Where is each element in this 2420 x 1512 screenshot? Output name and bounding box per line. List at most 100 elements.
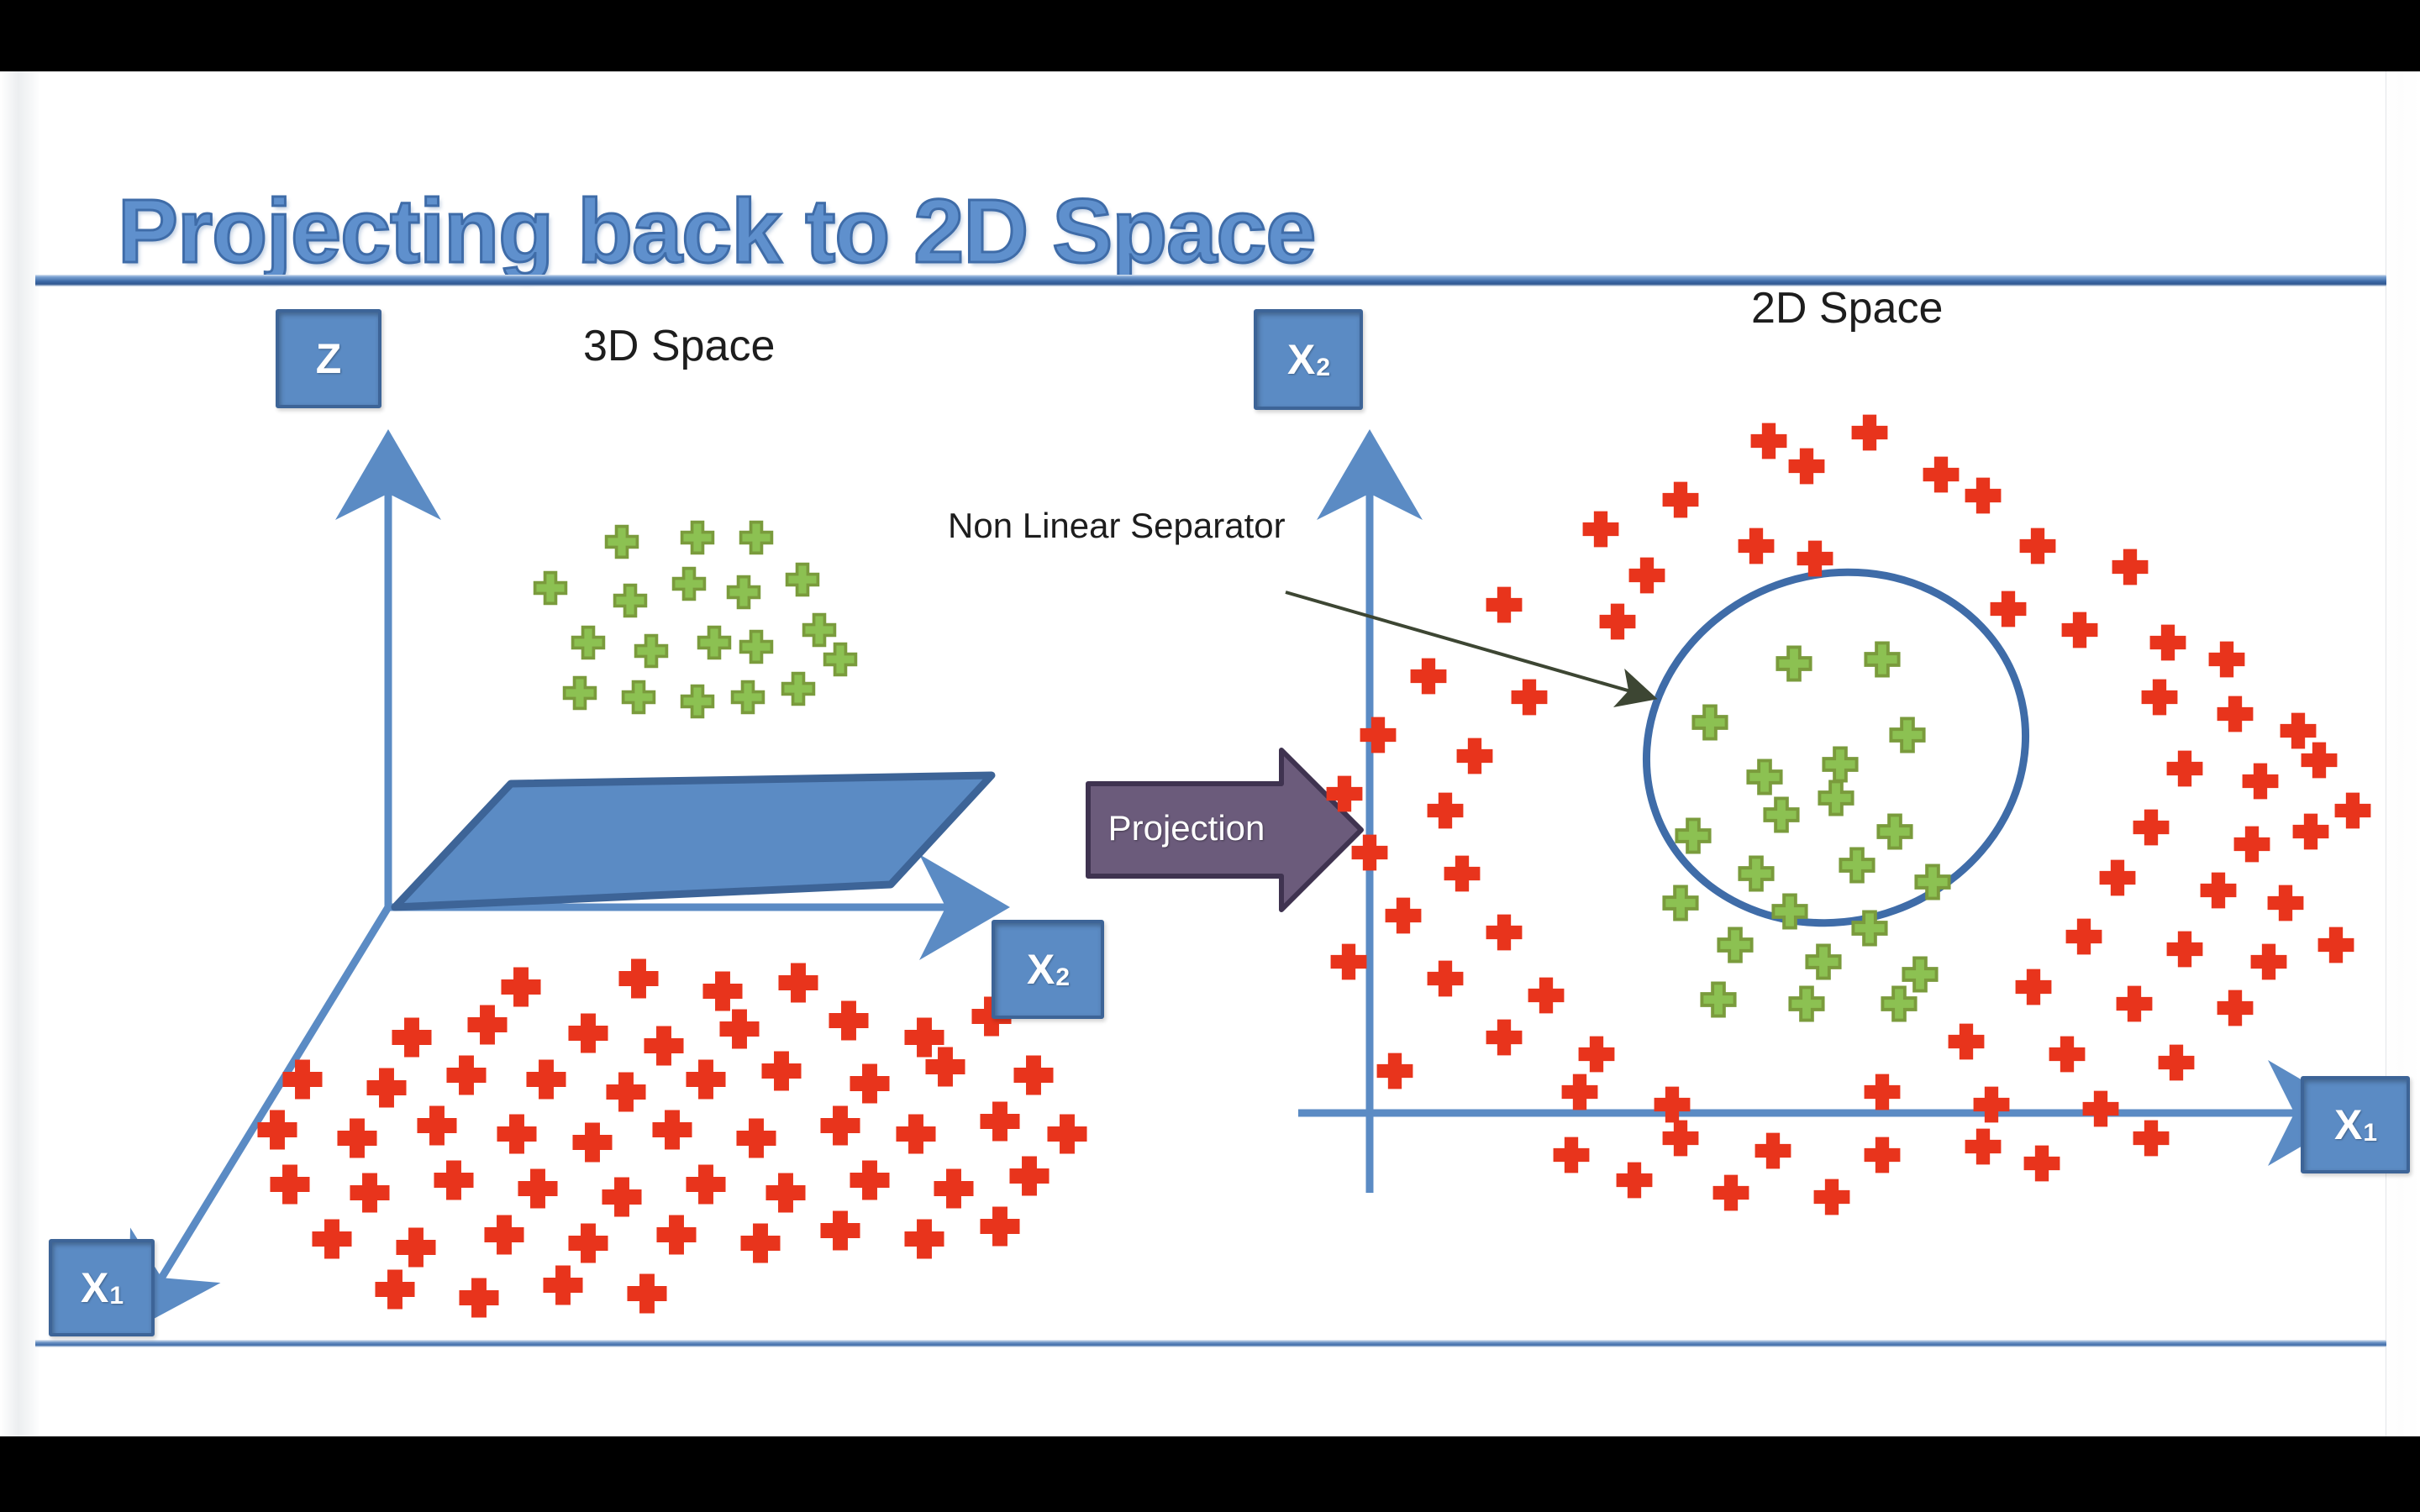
marker-cross bbox=[1750, 423, 1787, 459]
marker-cross bbox=[1553, 1137, 1590, 1173]
title-divider-rule bbox=[35, 275, 2386, 286]
marker-cross bbox=[1818, 780, 1854, 816]
marker-cross bbox=[736, 1118, 776, 1158]
marker-cross bbox=[730, 680, 765, 715]
marker-cross bbox=[613, 583, 648, 618]
annotation-non-linear-separator: Non Linear Separator bbox=[948, 506, 1286, 545]
marker-cross bbox=[1385, 897, 1422, 934]
marker-cross bbox=[1456, 738, 1493, 774]
marker-cross bbox=[497, 1114, 537, 1154]
marker-cross bbox=[2217, 990, 2254, 1026]
projection-plane bbox=[391, 771, 996, 911]
marker-cross bbox=[680, 520, 715, 555]
axis-label-x1-2d-text: X bbox=[2333, 1101, 2363, 1148]
marker-cross bbox=[2217, 696, 2254, 732]
marker-cross bbox=[2116, 985, 2153, 1022]
marker-cross bbox=[396, 1227, 436, 1268]
marker-cross bbox=[2133, 809, 2170, 846]
marker-cross bbox=[726, 575, 761, 610]
marker-cross bbox=[1582, 511, 1619, 548]
marker-cross bbox=[1662, 481, 1699, 518]
marker-cross bbox=[2242, 763, 2279, 800]
marker-cross bbox=[337, 1118, 377, 1158]
marker-cross bbox=[1009, 1156, 1050, 1196]
marker-cross bbox=[2301, 742, 2338, 779]
marker-cross bbox=[2099, 859, 2136, 896]
right-page-edge bbox=[2386, 71, 2420, 1436]
marker-cross bbox=[1864, 641, 1901, 678]
page-title: Projecting back to 2D Space bbox=[117, 179, 1318, 283]
marker-cross bbox=[270, 1164, 310, 1205]
marker-cross bbox=[543, 1265, 583, 1305]
marker-cross bbox=[2334, 792, 2371, 829]
marker-cross bbox=[644, 1026, 684, 1066]
marker-cross bbox=[417, 1105, 457, 1146]
green-cluster-2d bbox=[1662, 641, 1951, 1022]
axes-3d bbox=[128, 429, 1010, 1333]
axis-label-x2-3d-sub: 2 bbox=[1055, 963, 1071, 991]
axis-label-x1-2d-sub: 1 bbox=[2363, 1119, 2378, 1147]
marker-cross bbox=[680, 684, 715, 719]
marker-cross bbox=[925, 1047, 965, 1087]
marker-cross bbox=[2149, 624, 2186, 661]
marker-cross bbox=[823, 642, 858, 677]
marker-cross bbox=[1691, 704, 1728, 741]
marker-cross bbox=[1486, 586, 1523, 623]
marker-cross bbox=[1851, 910, 1888, 947]
marker-cross bbox=[896, 1114, 936, 1154]
marker-cross bbox=[781, 671, 816, 706]
marker-cross bbox=[1822, 746, 1859, 783]
marker-cross bbox=[1746, 759, 1783, 795]
marker-cross bbox=[1486, 914, 1523, 951]
marker-cross bbox=[1864, 1074, 1901, 1110]
marker-cross bbox=[2208, 641, 2245, 678]
marker-cross bbox=[1813, 1179, 1850, 1215]
marker-cross bbox=[1628, 557, 1665, 594]
marker-cross bbox=[1754, 1132, 1791, 1169]
marker-cross bbox=[375, 1269, 415, 1310]
marker-cross bbox=[1700, 981, 1737, 1018]
marker-cross bbox=[602, 1177, 642, 1217]
marker-cross bbox=[1805, 943, 1842, 980]
marker-cross bbox=[778, 963, 818, 1003]
marker-cross bbox=[1990, 591, 2027, 627]
marker-cross bbox=[652, 1110, 692, 1150]
marker-cross bbox=[526, 1059, 566, 1100]
marker-cross bbox=[1376, 1053, 1413, 1089]
marker-cross bbox=[1330, 943, 1367, 980]
marker-cross bbox=[1914, 864, 1951, 900]
axis-label-z-text: Z bbox=[315, 335, 342, 382]
marker-cross bbox=[765, 1173, 806, 1213]
axis-label-x2-2d-sub: 2 bbox=[1316, 354, 1331, 381]
marker-cross bbox=[1839, 847, 1876, 884]
marker-cross bbox=[1410, 658, 1447, 695]
marker-cross bbox=[1427, 960, 1464, 997]
marker-cross bbox=[702, 971, 743, 1011]
marker-cross bbox=[1738, 855, 1775, 892]
marker-cross bbox=[312, 1219, 352, 1259]
axes-2d bbox=[1298, 429, 2359, 1193]
marker-cross bbox=[1881, 985, 1918, 1022]
marker-cross bbox=[719, 1009, 760, 1049]
marker-cross bbox=[446, 1055, 487, 1095]
marker-cross bbox=[739, 629, 774, 664]
marker-cross bbox=[2267, 885, 2304, 921]
marker-cross bbox=[618, 958, 659, 999]
marker-cross bbox=[1876, 813, 1913, 850]
marker-cross bbox=[2200, 872, 2237, 909]
heading-3d-space: 3D Space bbox=[583, 322, 776, 370]
marker-cross bbox=[350, 1173, 390, 1213]
slide-canvas: Projecting back to 2D Space bbox=[0, 71, 2420, 1436]
marker-cross bbox=[282, 1059, 323, 1100]
marker-cross bbox=[606, 1072, 646, 1112]
marker-cross bbox=[2166, 931, 2203, 968]
marker-cross bbox=[2023, 1145, 2060, 1182]
marker-cross bbox=[2112, 549, 2149, 585]
marker-cross bbox=[1923, 456, 1960, 493]
axis-label-x2-2d-text: X bbox=[1286, 336, 1316, 383]
marker-cross bbox=[1851, 414, 1888, 451]
